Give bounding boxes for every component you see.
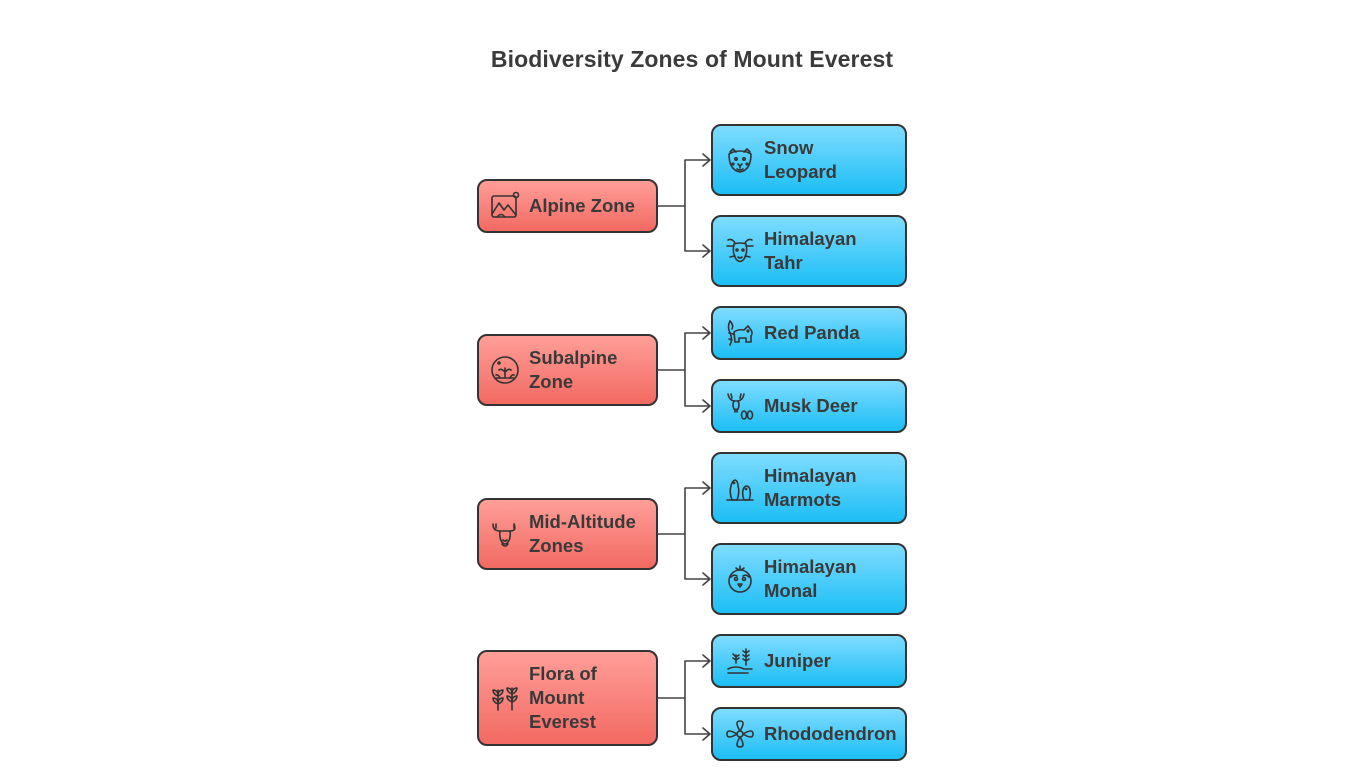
- connector-arrow: [684, 399, 711, 413]
- species-node-juniper: Juniper: [711, 634, 907, 688]
- connector-trunk: [658, 160, 686, 251]
- species-label: Musk Deer: [764, 395, 858, 416]
- species-label: Himalayan Tahr: [764, 228, 857, 273]
- connector-arrow: [684, 481, 711, 495]
- goat-face-icon: [724, 235, 756, 267]
- zone-label: Mid-Altitude Zones: [529, 511, 636, 556]
- connector-trunk: [658, 488, 686, 579]
- species-node-red-panda: Red Panda: [711, 306, 907, 360]
- species-label: Juniper: [764, 650, 831, 671]
- monal-bird-icon: [724, 563, 756, 595]
- connector-arrow: [684, 244, 711, 258]
- connector-trunk: [658, 661, 686, 734]
- zone-label: Subalpine Zone: [529, 347, 618, 392]
- connector-trunk: [658, 333, 686, 406]
- connector-arrow: [684, 153, 711, 167]
- species-label: Himalayan Marmots: [764, 465, 857, 510]
- species-label: Red Panda: [764, 322, 860, 343]
- connector-arrow: [684, 572, 711, 586]
- leopard-face-icon: [724, 144, 756, 176]
- connector-arrow: [684, 727, 711, 741]
- deer-icon: [724, 390, 756, 422]
- species-label: Rhododendron: [764, 723, 897, 744]
- zone-label: Alpine Zone: [529, 195, 635, 216]
- diagram-title: Biodiversity Zones of Mount Everest: [490, 46, 894, 72]
- zone-node-alpine: Alpine Zone: [477, 179, 658, 233]
- species-label: Himalayan Monal: [764, 556, 857, 601]
- juniper-icon: [724, 645, 756, 677]
- marmots-icon: [724, 472, 756, 504]
- flower-icon: [724, 718, 756, 750]
- species-node-musk-deer: Musk Deer: [711, 379, 907, 433]
- zone-node-mid-altitude: Mid-Altitude Zones: [477, 498, 658, 570]
- mountain-sun-icon: [489, 190, 521, 222]
- zone-label: Flora of Mount Everest: [529, 663, 597, 732]
- red-panda-icon: [724, 317, 756, 349]
- circle-plants-icon: [489, 354, 521, 386]
- flowers-icon: [489, 682, 521, 714]
- species-node-himalayan-monal: Himalayan Monal: [711, 543, 907, 615]
- species-node-himalayan-marmots: Himalayan Marmots: [711, 452, 907, 524]
- species-label: Snow Leopard: [764, 137, 837, 182]
- connector-arrow: [684, 326, 711, 340]
- zone-node-subalpine: Subalpine Zone: [477, 334, 658, 406]
- connector-arrow: [684, 654, 711, 668]
- zone-node-flora: Flora of Mount Everest: [477, 650, 658, 746]
- species-node-himalayan-tahr: Himalayan Tahr: [711, 215, 907, 287]
- species-node-snow-leopard: Snow Leopard: [711, 124, 907, 196]
- species-node-rhododendron: Rhododendron: [711, 707, 907, 761]
- moose-icon: [489, 518, 521, 550]
